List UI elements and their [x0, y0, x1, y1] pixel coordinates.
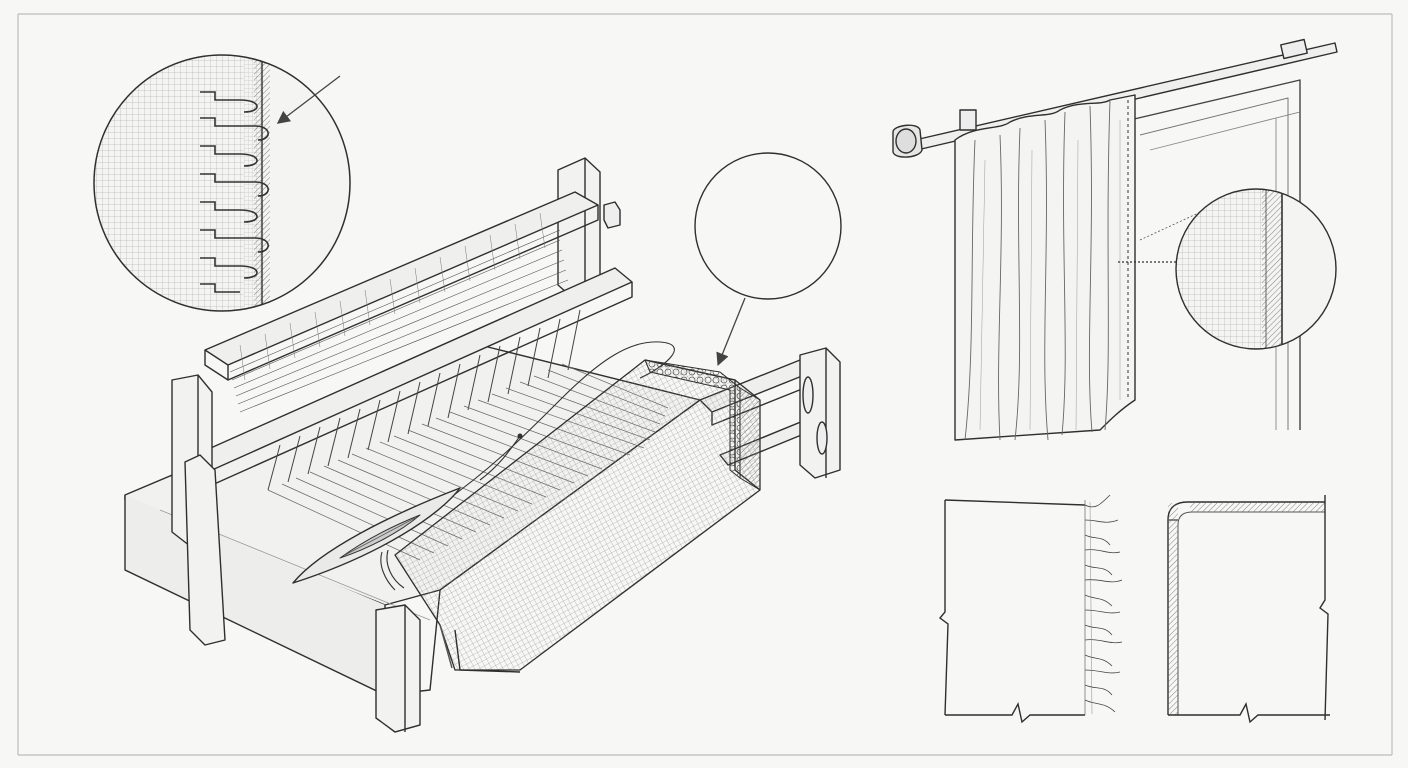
- loom-heddles: [267, 309, 581, 491]
- curtain-panel: [954, 94, 1206, 441]
- hemmed-edge-illustration: [1167, 495, 1330, 724]
- curtain-edge-callout: [1175, 188, 1337, 350]
- loom-woven-cloth: [394, 359, 761, 673]
- loom-weft-thread: [380, 341, 675, 591]
- frayed-edge-illustration: [938, 494, 1123, 724]
- selvedge-detail-callout: [93, 54, 351, 312]
- empty-callout: [694, 152, 842, 367]
- loom-front-posts: [171, 374, 421, 733]
- page-frame: [17, 13, 1393, 756]
- loom-back-frame: [204, 157, 601, 413]
- loom-illustration: [124, 157, 841, 733]
- loom-shuttle: [292, 487, 461, 584]
